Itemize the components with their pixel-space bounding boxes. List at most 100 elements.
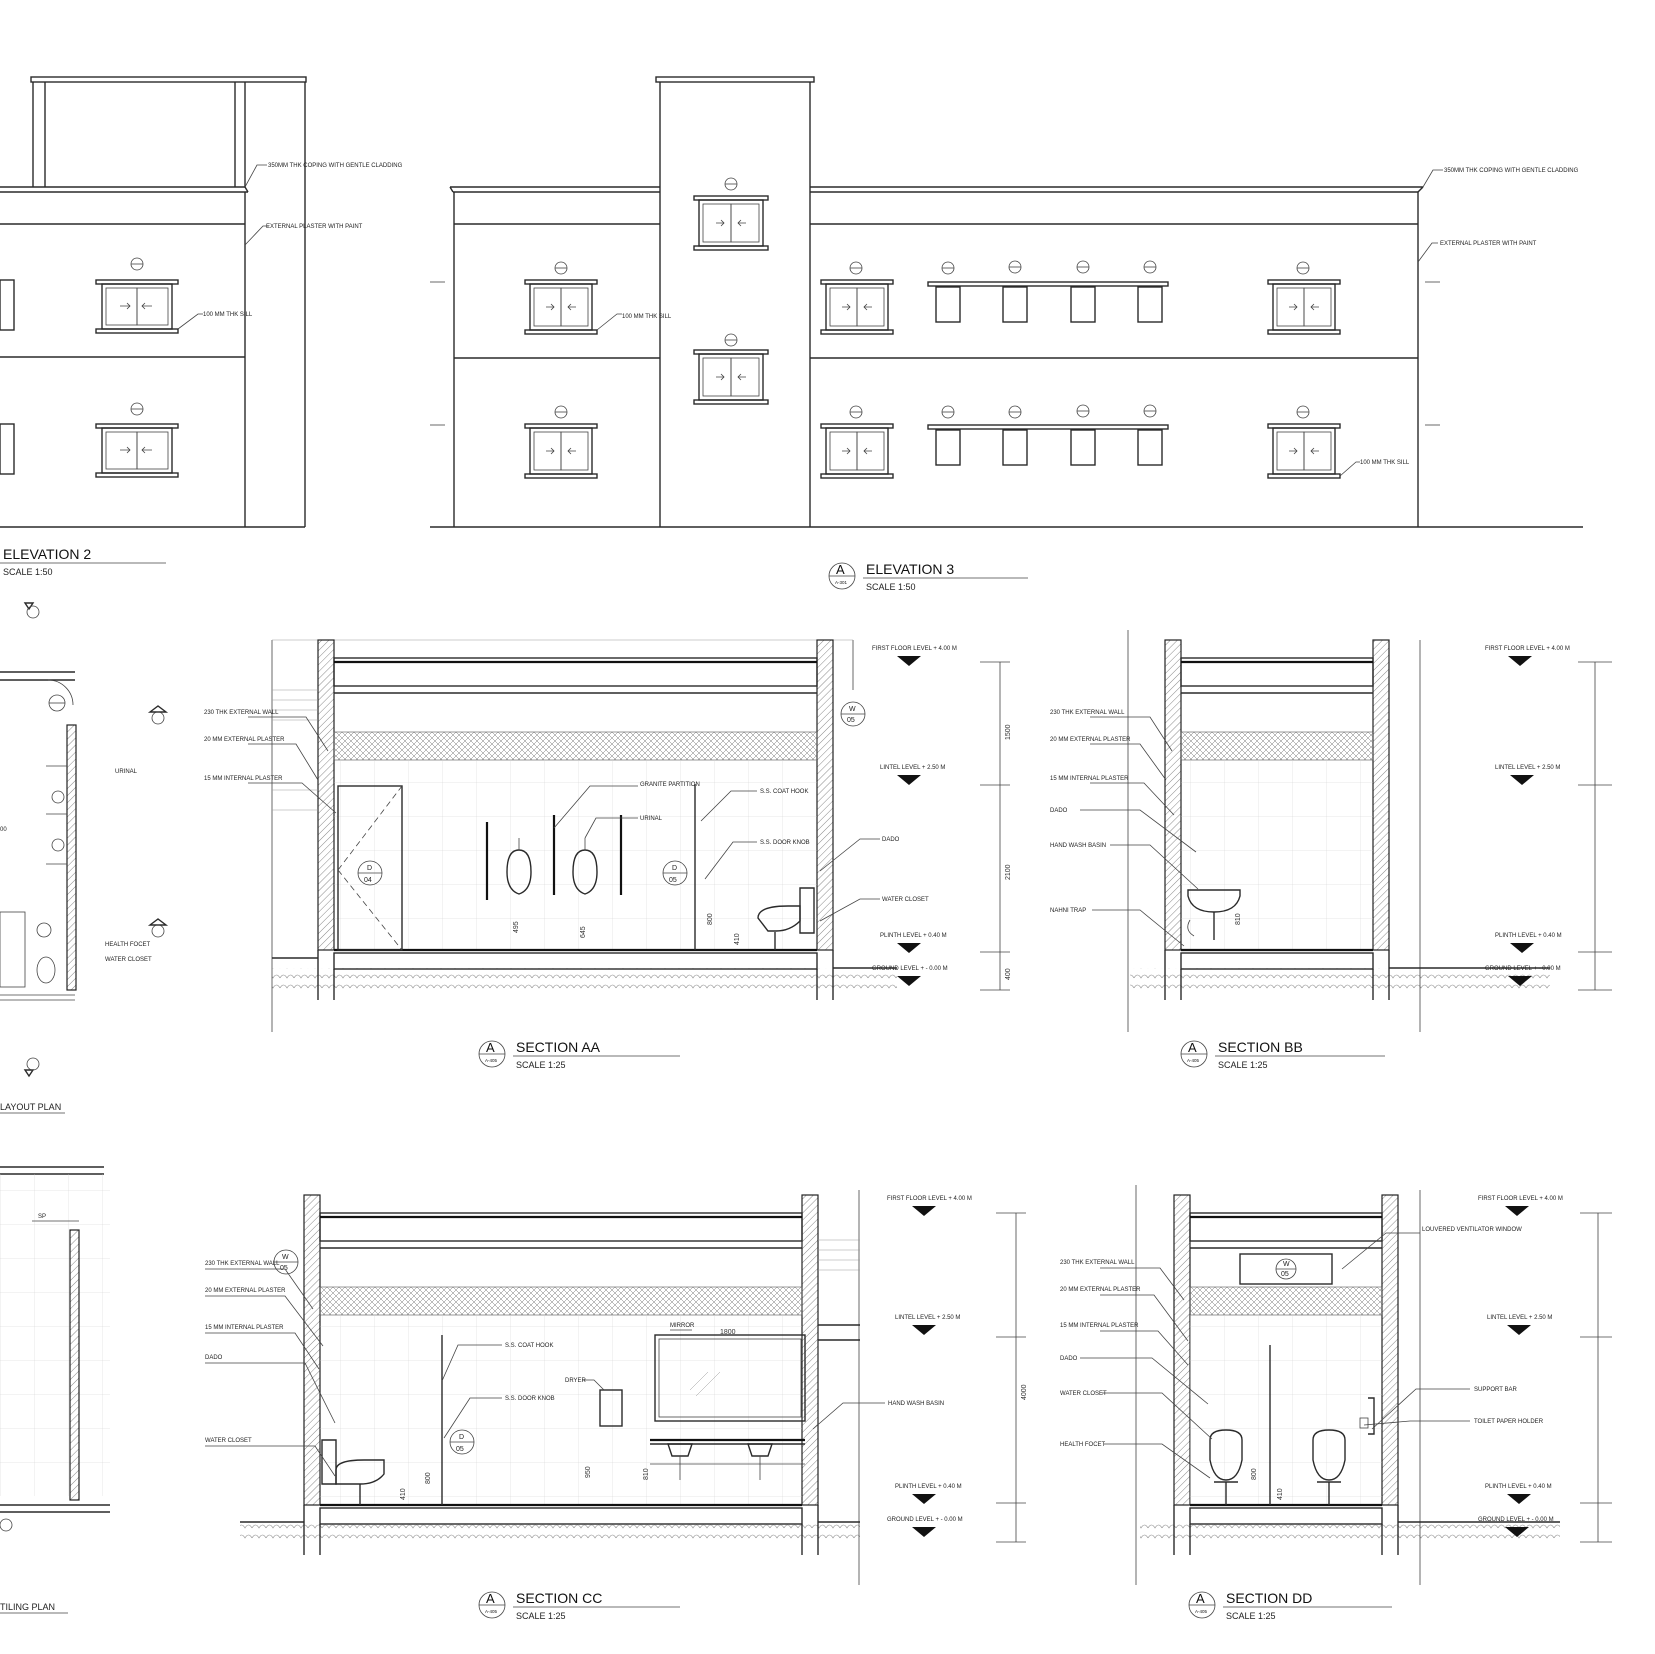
window-w03 bbox=[820, 405, 894, 479]
dd-lvl-ground: GROUND LEVEL + - 0.00 M bbox=[1478, 1517, 1554, 1523]
layout-dim: 00 bbox=[0, 827, 7, 833]
cc-ext-plaster: 20 MM EXTERNAL PLASTER bbox=[205, 1288, 286, 1294]
dd-dim-410: 410 bbox=[1277, 1488, 1284, 1500]
sill-note: 100 MM THK SILL bbox=[203, 312, 253, 318]
dd-support: SUPPORT BAR bbox=[1474, 1387, 1517, 1393]
cc-dim-4000: 4000 bbox=[1021, 1384, 1028, 1400]
section-dd-scale: SCALE 1:25 bbox=[1226, 1611, 1276, 1621]
cc-dryer: DRYER bbox=[565, 1378, 587, 1384]
dd-lvl-plinth: PLINTH LEVEL + 0.40 M bbox=[1485, 1484, 1552, 1490]
bb-lvl-ground: GROUND LEVEL + - 0.00 M bbox=[1485, 966, 1561, 972]
elevation-2: 350MM THK COPING WITH GENTLE CLADDING EX… bbox=[0, 76, 403, 577]
sill-note-3: 100 MM THK SILL bbox=[1360, 460, 1410, 466]
layout-wc-note: WATER CLOSET bbox=[105, 957, 152, 963]
aa-lvl-plinth: PLINTH LEVEL + 0.40 M bbox=[880, 933, 947, 939]
elevation-3: 100 MM THK SILL bbox=[430, 76, 1583, 592]
dd-w05-num: 05 bbox=[1281, 1271, 1289, 1278]
cc-ext-wall: 230 THK EXTERNAL WALL bbox=[205, 1261, 280, 1267]
section-aa-title: SECTION AA bbox=[516, 1039, 601, 1055]
cc-bubble-ref: A-405 bbox=[485, 1609, 498, 1614]
cc-bubble: A bbox=[486, 1591, 495, 1606]
section-aa: D 04 D 05 495 645 800 410 W 05 230 THK E… bbox=[204, 639, 1012, 1070]
cc-wc: WATER CLOSET bbox=[205, 1438, 252, 1444]
aa-dim-2100: 2100 bbox=[1005, 864, 1012, 880]
aa-urinal: URINAL bbox=[640, 816, 663, 822]
elevation-2-title: ELEVATION 2 bbox=[3, 546, 91, 562]
coping-note: 350MM THK COPING WITH GENTLE CLADDING bbox=[268, 163, 403, 169]
dd-bubble: A bbox=[1196, 1591, 1205, 1606]
aa-granite: GRANITE PARTITION bbox=[640, 782, 700, 788]
dd-lvl-ff: FIRST FLOOR LEVEL + 4.00 M bbox=[1478, 1196, 1563, 1202]
bb-int-plaster: 15 MM INTERNAL PLASTER bbox=[1050, 776, 1129, 782]
bb-lvl-lintel: LINTEL LEVEL + 2.50 M bbox=[1495, 765, 1560, 771]
section-cc: D 05 410 800 950 810 1800 W 05 230 THK E… bbox=[205, 1190, 1028, 1621]
bb-nahni: NAHNI TRAP bbox=[1050, 908, 1086, 914]
tag-d04-letter: D bbox=[367, 865, 372, 872]
tiling-sp: SP bbox=[38, 1214, 46, 1220]
tag-w05-num: 05 bbox=[847, 717, 855, 724]
aa-lvl-ff: FIRST FLOOR LEVEL + 4.00 M bbox=[872, 646, 957, 652]
cc-dim-810: 810 bbox=[643, 1468, 650, 1480]
tag-d05-letter: D bbox=[672, 865, 677, 872]
cc-hand-wash: HAND WASH BASIN bbox=[888, 1401, 944, 1407]
layout-urinal-note: URINAL bbox=[115, 769, 138, 775]
bb-bubble-ref: A-405 bbox=[1187, 1058, 1200, 1063]
section-dd: W 05 800 410 230 THK EXTERNAL WALL 20 MM… bbox=[1060, 1185, 1612, 1621]
cc-int-plaster: 15 MM INTERNAL PLASTER bbox=[205, 1325, 284, 1331]
dd-w05-letter: W bbox=[1283, 1261, 1290, 1268]
elevation-3-scale: SCALE 1:50 bbox=[866, 582, 916, 592]
aa-lvl-lintel: LINTEL LEVEL + 2.50 M bbox=[880, 765, 945, 771]
elevation-3-bubble: A bbox=[836, 562, 845, 577]
window-w02 bbox=[693, 333, 769, 405]
bb-lvl-ff: FIRST FLOOR LEVEL + 4.00 M bbox=[1485, 646, 1570, 652]
cc-dim-410: 410 bbox=[400, 1488, 407, 1500]
window-w03 bbox=[95, 402, 179, 478]
cc-dado: DADO bbox=[205, 1355, 223, 1361]
bb-dado: DADO bbox=[1050, 808, 1068, 814]
window-w03 bbox=[524, 405, 598, 479]
cc-dim-950: 950 bbox=[585, 1466, 592, 1478]
layout-plan: 00 URINAL HEALTH FOCET WATER CLOSET LAYO… bbox=[0, 602, 169, 1114]
cc-lvl-ff: FIRST FLOOR LEVEL + 4.00 M bbox=[887, 1196, 972, 1202]
section-cc-scale: SCALE 1:25 bbox=[516, 1611, 566, 1621]
aa-lvl-ground: GROUND LEVEL + - 0.00 M bbox=[872, 966, 948, 972]
dd-wc: WATER CLOSET bbox=[1060, 1391, 1107, 1397]
dim-645: 645 bbox=[580, 926, 587, 938]
dd-louvered: LOUVERED VENTILATOR WINDOW bbox=[1422, 1227, 1522, 1233]
cc-lvl-plinth: PLINTH LEVEL + 0.40 M bbox=[895, 1484, 962, 1490]
tiling-plan: SP TILING PLAN bbox=[0, 1166, 110, 1614]
bb-lvl-plinth: PLINTH LEVEL + 0.40 M bbox=[1495, 933, 1562, 939]
window-w03 bbox=[524, 261, 598, 335]
cc-d05-letter: D bbox=[459, 1434, 464, 1441]
tag-d05-num: 05 bbox=[669, 877, 677, 884]
elevation-3-title: ELEVATION 3 bbox=[866, 561, 954, 577]
section-cc-title: SECTION CC bbox=[516, 1590, 602, 1606]
aa-dado: DADO bbox=[882, 837, 900, 843]
layout-health-note: HEALTH FOCET bbox=[105, 942, 151, 948]
plaster-note-3: EXTERNAL PLASTER WITH PAINT bbox=[1440, 241, 1537, 247]
dd-ext-wall: 230 THK EXTERNAL WALL bbox=[1060, 1260, 1135, 1266]
cc-d05-num: 05 bbox=[456, 1446, 464, 1453]
bb-ext-plaster: 20 MM EXTERNAL PLASTER bbox=[1050, 737, 1131, 743]
coping-note-3: 350MM THK COPING WITH GENTLE CLADDING bbox=[1444, 168, 1579, 174]
tiling-plan-title: TILING PLAN bbox=[0, 1602, 55, 1612]
section-aa-scale: SCALE 1:25 bbox=[516, 1060, 566, 1070]
bb-ext-wall: 230 THK EXTERNAL WALL bbox=[1050, 710, 1125, 716]
dim-410: 410 bbox=[734, 933, 741, 945]
dd-bubble-ref: A-405 bbox=[1195, 1609, 1208, 1614]
dd-int-plaster: 15 MM INTERNAL PLASTER bbox=[1060, 1323, 1139, 1329]
cc-dim-800: 800 bbox=[425, 1472, 432, 1484]
cc-door-knob: S.S. DOOR KNOB bbox=[505, 1396, 555, 1402]
cc-dim-1800: 1800 bbox=[720, 1329, 736, 1336]
section-dd-title: SECTION DD bbox=[1226, 1590, 1312, 1606]
cc-w05-num: 05 bbox=[280, 1265, 288, 1272]
sill-note-2: 100 MM THK SILL bbox=[622, 314, 672, 320]
window-w03 bbox=[95, 257, 179, 334]
dd-health: HEALTH FOCET bbox=[1060, 1442, 1106, 1448]
aa-bubble-ref: A-405 bbox=[485, 1058, 498, 1063]
layout-plan-title: LAYOUT PLAN bbox=[0, 1102, 61, 1112]
tag-d04-num: 04 bbox=[364, 877, 372, 884]
dd-paper: TOILET PAPER HOLDER bbox=[1474, 1419, 1544, 1425]
aa-ext-wall: 230 THK EXTERNAL WALL bbox=[204, 710, 279, 716]
